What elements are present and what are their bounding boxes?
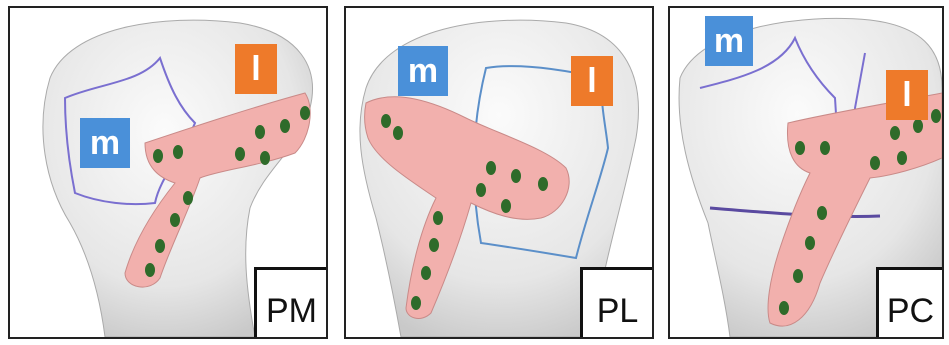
screw-hole [280,119,290,133]
screw-hole [890,126,900,140]
panel-pm: m l PM [8,6,328,339]
view-label: PM [254,267,326,337]
medial-label: m [705,16,753,66]
panel-pc: m l PC [668,6,944,339]
screw-hole [255,125,265,139]
screw-hole [793,269,803,283]
screw-hole [300,106,310,120]
view-label: PC [876,267,942,337]
view-label: PL [580,267,652,337]
screw-hole [381,114,391,128]
screw-hole [145,263,155,277]
screw-hole [170,213,180,227]
medial-label: m [80,118,130,168]
screw-hole [501,199,511,213]
lateral-label: l [886,70,928,120]
screw-hole [897,151,907,165]
screw-hole [153,149,163,163]
screw-hole [486,161,496,175]
screw-hole [155,239,165,253]
screw-hole [913,119,923,133]
screw-hole [795,141,805,155]
screw-hole [173,145,183,159]
lateral-label: l [235,44,277,94]
screw-hole [183,191,193,205]
screw-hole [931,109,941,123]
panel-pl: m l PL [344,6,654,339]
medial-label: m [398,46,448,96]
screw-hole [393,126,403,140]
screw-hole [421,266,431,280]
screw-hole [817,206,827,220]
screw-hole [820,141,830,155]
lateral-label: l [571,56,613,106]
screw-hole [805,236,815,250]
screw-hole [411,296,421,310]
screw-hole [235,147,245,161]
screw-hole [476,183,486,197]
screw-hole [538,177,548,191]
screw-hole [260,151,270,165]
screw-hole [779,301,789,315]
screw-hole [429,238,439,252]
screw-hole [511,169,521,183]
screw-hole [870,156,880,170]
screw-hole [433,211,443,225]
